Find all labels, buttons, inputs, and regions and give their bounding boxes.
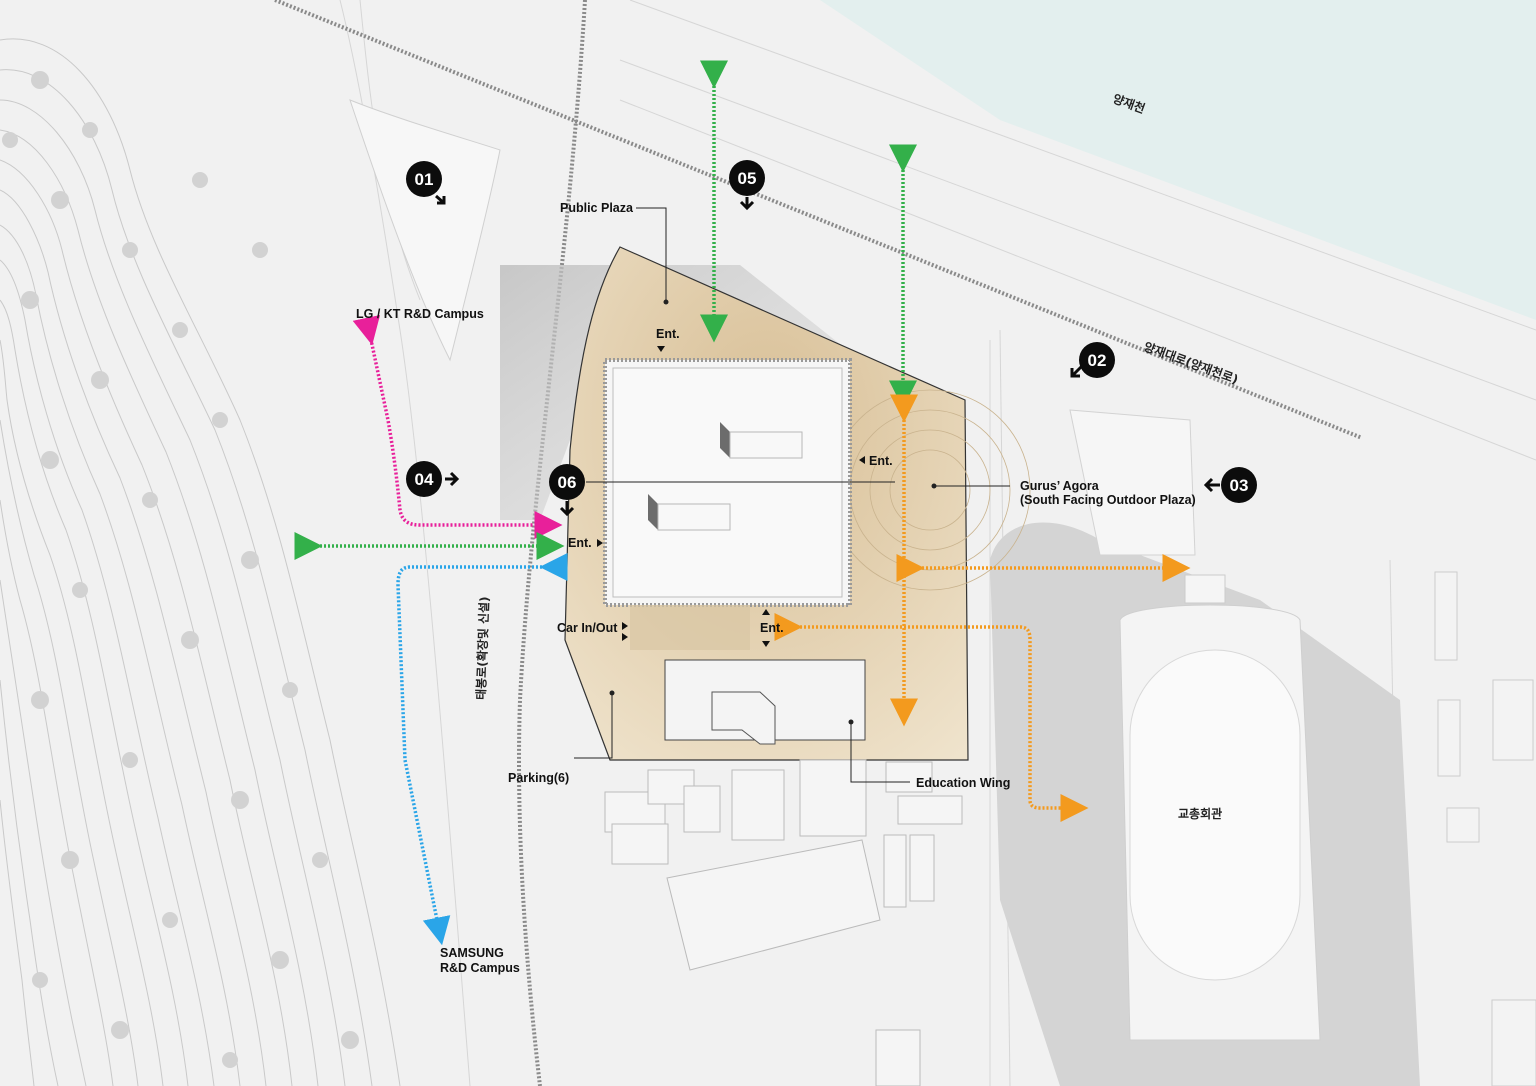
label-ent-west: Ent. <box>568 536 592 550</box>
education-dot <box>848 719 854 725</box>
svg-text:02: 02 <box>1088 351 1107 370</box>
public-plaza-dot <box>663 299 669 305</box>
svg-text:01: 01 <box>415 170 434 189</box>
svg-text:05: 05 <box>738 169 757 188</box>
right-buildings <box>1434 571 1536 1086</box>
svg-text:03: 03 <box>1230 476 1249 495</box>
hill-trees <box>2 71 359 1068</box>
label-samsung-line1: SAMSUNG <box>440 946 504 960</box>
topography-contours <box>0 38 401 1086</box>
view-arrow-icon <box>435 194 446 205</box>
svg-text:04: 04 <box>415 470 434 489</box>
viewpoint-04[interactable]: 04 <box>406 461 460 497</box>
rooftop-boxes <box>648 422 803 531</box>
label-education-wing: Education Wing <box>916 776 1010 790</box>
route-samsung <box>396 553 568 946</box>
parking-dot <box>609 690 615 696</box>
right-block <box>1069 409 1196 556</box>
railway-line <box>274 0 1363 440</box>
traffic-island <box>349 99 501 362</box>
label-public-plaza: Public Plaza <box>560 201 634 215</box>
view-arrow-icon <box>445 471 460 487</box>
svg-text:06: 06 <box>558 473 577 492</box>
view-arrow-icon <box>1070 364 1084 378</box>
label-gurus-agora: Gurus’ Agora <box>1020 479 1100 493</box>
label-gurus-agora-sub: (South Facing Outdoor Plaza) <box>1020 493 1196 507</box>
view-arrow-icon <box>739 197 755 211</box>
viewpoint-05[interactable]: 05 <box>729 160 765 211</box>
ramp <box>630 605 750 650</box>
label-ent-north: Ent. <box>656 327 680 341</box>
view-arrow-icon <box>1203 477 1220 493</box>
label-parking: Parking(6) <box>508 771 569 785</box>
viewpoint-03[interactable]: 03 <box>1203 467 1257 503</box>
yangjae-stream-water <box>820 0 1536 320</box>
label-taebong-road: 태봉로(확장및 신설) <box>473 596 492 700</box>
viewpoint-06[interactable]: 06 <box>549 464 585 517</box>
label-lg-kt-campus: LG / KT R&D Campus <box>356 307 484 321</box>
leader-lines <box>574 207 1010 783</box>
label-teachers-hall: 교총회관 <box>1178 806 1222 821</box>
route-orange-hall <box>774 613 1089 822</box>
label-car-in-out: Car In/Out <box>557 621 618 635</box>
rail-track-vertical <box>517 0 587 1086</box>
small-building-right <box>1184 574 1226 604</box>
viewpoint-01[interactable]: 01 <box>406 161 446 205</box>
label-ent-south: Ent. <box>760 621 784 635</box>
route-lg-kt <box>352 314 563 539</box>
education-wing-tower <box>711 691 776 745</box>
label-ent-east: Ent. <box>869 454 893 468</box>
entrance-markers <box>597 346 865 647</box>
agora-dot <box>931 483 937 489</box>
teachers-hall-oval <box>1129 649 1301 981</box>
viewpoint-02[interactable]: 02 <box>1070 342 1115 378</box>
view-arrow-icon <box>559 501 575 517</box>
label-samsung-line2: R&D Campus <box>440 961 520 975</box>
